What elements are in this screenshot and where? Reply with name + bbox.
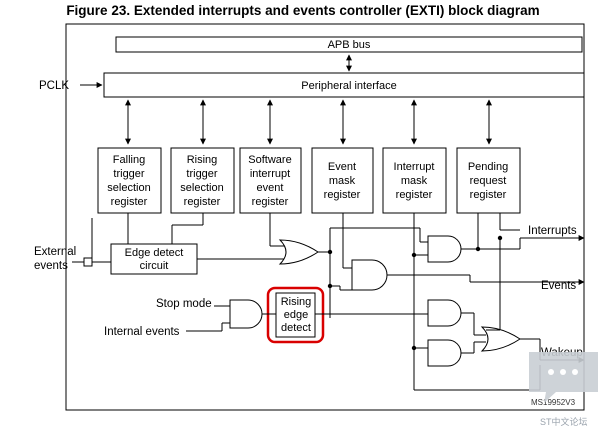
register-bus-arrows — [125, 99, 492, 145]
edge-detect-circuit — [110, 243, 198, 275]
chat-bubble-icon — [529, 352, 598, 403]
and-gate-stop-mode — [229, 299, 263, 329]
apb-bus-label: APB bus — [328, 39, 371, 51]
or-gate-main — [278, 239, 319, 265]
internal-events-label: Internal events — [104, 326, 180, 338]
apb-bus-box — [115, 36, 583, 53]
watermark-text: ST中文论坛 — [540, 416, 588, 427]
external-events-input-pin — [83, 257, 93, 267]
outer-frame — [65, 23, 585, 411]
and-gate-wakeup-upper — [427, 299, 462, 327]
peripheral-interface-box — [103, 72, 585, 98]
or-gate-wakeup — [480, 326, 521, 352]
rising-edge-detect-box — [275, 292, 316, 338]
and-gate-interrupt — [427, 235, 462, 263]
forum-watermark: ST中文论坛 — [529, 352, 598, 427]
figure-title: Figure 23. Extended interrupts and event… — [66, 3, 540, 18]
rising-edge-detect-highlight — [266, 286, 325, 344]
peripheral-interface-label: Peripheral interface — [301, 80, 396, 92]
and-gate-wakeup-lower — [427, 339, 462, 367]
diagram-code: MS19952V3 — [531, 398, 576, 407]
events-label: Events — [541, 280, 576, 292]
pclk-label: PCLK — [39, 80, 69, 92]
and-gate-event — [351, 259, 388, 291]
interrupts-label: Interrupts — [528, 225, 577, 237]
stop-mode-label: Stop mode — [156, 298, 212, 310]
